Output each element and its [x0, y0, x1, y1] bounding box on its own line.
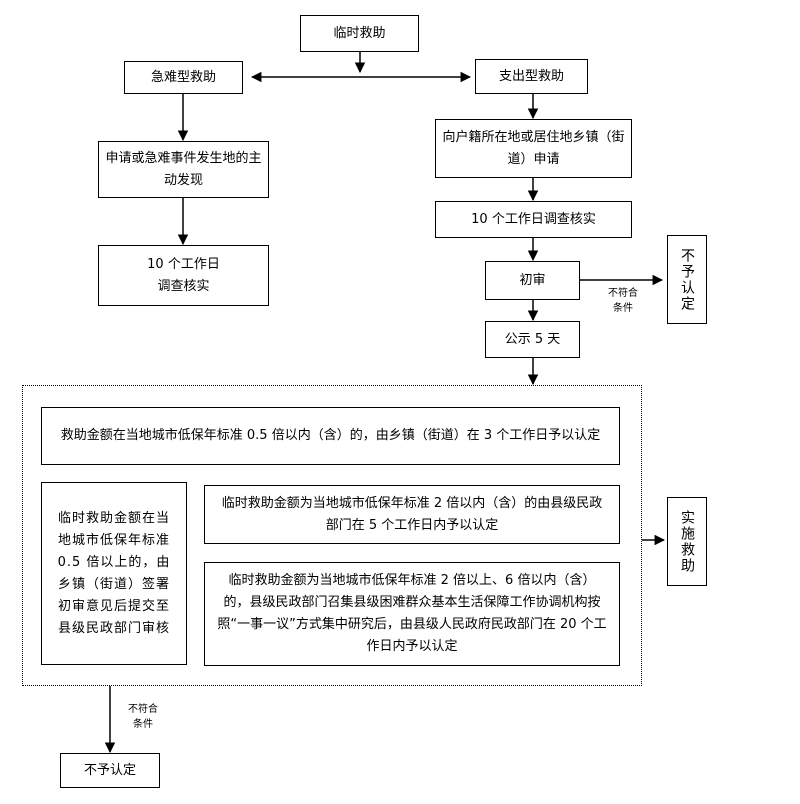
node-urgent: 急难型救助: [124, 61, 243, 94]
node-expense-apply-label: 向户籍所在地或居住地乡镇（街道）申请: [442, 129, 625, 167]
node-not-approved-right: 不予认定: [667, 235, 707, 324]
node-first-review-label: 初审: [519, 272, 546, 288]
node-not-approved-bottom-label: 不予认定: [83, 762, 136, 778]
node-urgent-verify: 10 个工作日 调查核实: [98, 245, 269, 306]
node-expense-label: 支出型救助: [498, 68, 564, 84]
node-urgent-apply-label: 申请或急难事件发生地的主动发现: [105, 150, 262, 188]
note-not-qualified-right: 不符合 条件: [598, 286, 648, 316]
node-urgent-label: 急难型救助: [150, 69, 216, 85]
note-not-qualified-right-label: 不符合 条件: [608, 288, 638, 314]
rules-container: [22, 385, 642, 686]
node-not-approved-right-label: 不予认定: [679, 247, 695, 312]
note-not-qualified-bottom: 不符合 条件: [118, 702, 168, 732]
node-rule-3-label: 临时救助金额为当地城市低保年标准 2 倍以上、6 倍以内（含）的，县级民政部门召…: [217, 573, 607, 654]
node-rule-left-label: 临时救助金额在当地城市低保年标准 0.5 倍以上的，由乡镇（街道）签署初审意见后…: [57, 510, 171, 636]
node-expense-apply: 向户籍所在地或居住地乡镇（街道）申请: [435, 119, 632, 178]
node-rule-left: 临时救助金额在当地城市低保年标准 0.5 倍以上的，由乡镇（街道）签署初审意见后…: [41, 482, 187, 665]
node-rule-2: 临时救助金额为当地城市低保年标准 2 倍以内（含）的由县级民政部门在 5 个工作…: [204, 485, 620, 544]
note-not-qualified-bottom-label: 不符合 条件: [128, 704, 158, 730]
node-publicity-label: 公示 5 天: [504, 331, 561, 347]
node-urgent-verify-label: 10 个工作日 调查核实: [147, 256, 220, 294]
node-expense-verify: 10 个工作日调查核实: [435, 201, 632, 238]
node-implement: 实施救助: [667, 497, 707, 586]
node-start: 临时救助: [300, 15, 419, 52]
node-first-review: 初审: [485, 261, 580, 300]
node-rule-1: 救助金额在当地城市低保年标准 0.5 倍以内（含）的，由乡镇（街道）在 3 个工…: [41, 407, 620, 465]
node-publicity: 公示 5 天: [485, 321, 580, 358]
node-implement-label: 实施救助: [679, 509, 695, 574]
node-rule-3: 临时救助金额为当地城市低保年标准 2 倍以上、6 倍以内（含）的，县级民政部门召…: [204, 562, 620, 666]
node-rule-1-label: 救助金额在当地城市低保年标准 0.5 倍以内（含）的，由乡镇（街道）在 3 个工…: [60, 428, 601, 443]
node-rule-2-label: 临时救助金额为当地城市低保年标准 2 倍以内（含）的由县级民政部门在 5 个工作…: [221, 495, 603, 533]
node-expense: 支出型救助: [475, 59, 588, 94]
node-start-label: 临时救助: [333, 25, 386, 41]
node-expense-verify-label: 10 个工作日调查核实: [471, 211, 596, 227]
node-not-approved-bottom: 不予认定: [60, 753, 160, 788]
node-urgent-apply: 申请或急难事件发生地的主动发现: [98, 141, 269, 198]
